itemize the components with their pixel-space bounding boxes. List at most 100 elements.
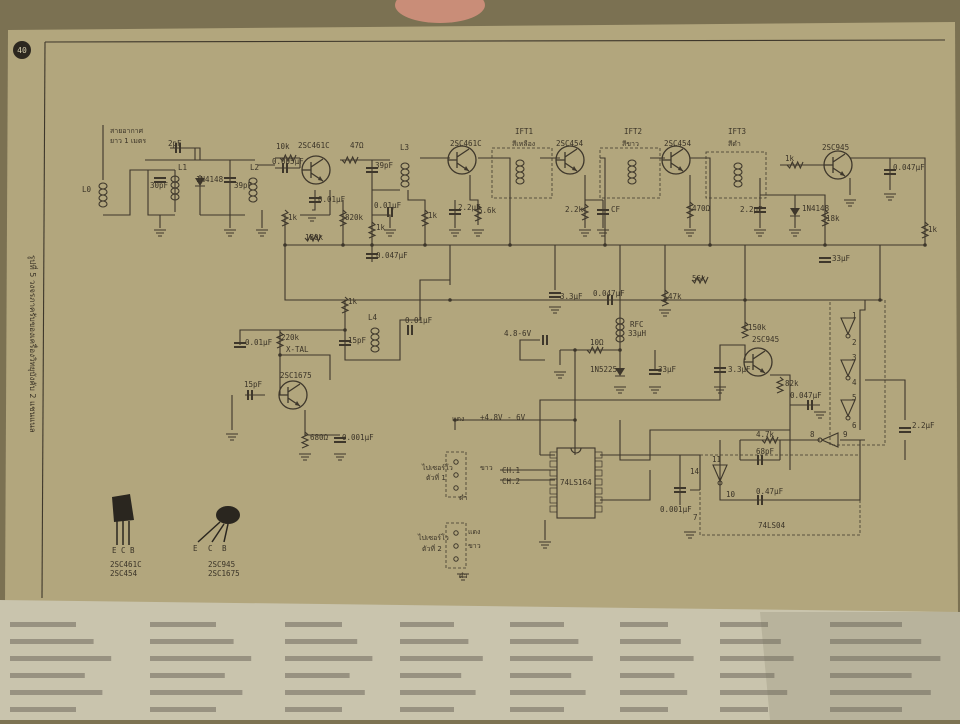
label-rfc2: 33µH — [628, 329, 647, 338]
res-82k — [775, 376, 785, 394]
coil-L2 — [248, 177, 258, 203]
label-ift1-color: สีเหลือง — [512, 140, 535, 148]
label-r18k: 18k — [826, 214, 840, 223]
transistor-q6 — [278, 380, 308, 410]
servo1-number: ตัวที่ 1 — [426, 473, 446, 482]
label-r820k: 820k — [345, 213, 364, 222]
components — [98, 143, 930, 581]
cap-15pF-b — [247, 390, 253, 400]
res-10 — [586, 345, 604, 355]
junction-dot — [370, 243, 374, 247]
junction-dot — [708, 243, 712, 247]
cap-0005 — [282, 163, 288, 173]
wire-black-1: ดำ — [459, 494, 468, 502]
transistor-q3 — [555, 145, 585, 175]
transistor-q5 — [823, 150, 853, 180]
ground-icon — [597, 229, 609, 237]
label-r22k: 2.2k — [565, 205, 584, 214]
label-c33-b: 3.3µF — [560, 292, 583, 301]
cap-22 — [449, 209, 461, 215]
ground-icon — [614, 386, 626, 394]
label-pin7: 7 — [693, 513, 698, 522]
res-56k-b — [691, 275, 709, 285]
junction-dot — [341, 243, 345, 247]
ground-icon — [224, 229, 236, 237]
inverter-pin-6: 6 — [852, 421, 857, 430]
wire-white-2: ขาว — [468, 542, 481, 550]
wire-red-1: แดง — [452, 415, 464, 423]
transistor-q2 — [447, 145, 477, 175]
label-ift3: IFT3 — [728, 127, 746, 136]
flat-pin-letters: E C B — [112, 546, 135, 555]
ground-icon — [449, 229, 461, 237]
label-d1: 1N4148 — [196, 175, 224, 184]
transistor-q7 — [743, 347, 773, 377]
label-supply: +4.8V - 6V — [480, 413, 526, 422]
label-ift1: IFT1 — [515, 127, 533, 136]
res-1k-e — [920, 221, 930, 239]
label-r1k-b: 1k — [376, 223, 386, 232]
label-r1k-c: 1k — [428, 211, 438, 220]
label-c33-d: 3.3µF — [728, 365, 751, 374]
label-c22-b: 2.2µF — [740, 205, 763, 214]
label-ift2: IFT2 — [624, 127, 642, 136]
label-c15pF-b: 15pF — [244, 380, 263, 389]
servo2-label: ไปเซอร์โว — [417, 533, 449, 542]
label-ch1: CH.1 — [502, 466, 520, 475]
junction-dot — [453, 418, 457, 422]
wire-white-1: ขาว — [480, 464, 493, 472]
label-d2: 1N4148 — [802, 204, 830, 213]
transistor-q4 — [661, 145, 691, 175]
junction-dot — [283, 243, 287, 247]
coil-ift1 — [515, 159, 525, 185]
label-L0: L0 — [82, 185, 92, 194]
ground-icon — [789, 229, 801, 237]
cap-33 — [819, 257, 831, 263]
res-1k-d — [786, 160, 804, 170]
cap-68pF — [757, 455, 763, 465]
label-L1: L1 — [178, 163, 187, 172]
res-470 — [685, 201, 695, 219]
label-c0001-b: 0.001µF — [660, 505, 692, 514]
junction-dot — [508, 243, 512, 247]
connector-pin — [453, 459, 459, 465]
page-border-top — [44, 39, 946, 43]
cap-22-b — [754, 207, 766, 213]
label-pin14: 14 — [690, 467, 700, 476]
coil-L3 — [400, 162, 410, 188]
zener-1n5225 — [615, 368, 625, 377]
ground-icon — [539, 541, 551, 549]
coil-rfc — [615, 317, 625, 343]
res-1k-b — [367, 221, 377, 239]
ground-icon — [306, 214, 318, 222]
label-q1: 2SC461C — [298, 141, 330, 150]
schematic-page — [5, 22, 958, 612]
cap-001 — [309, 197, 321, 203]
inverter-9-8 — [817, 432, 839, 448]
inverter-pin-5: 5 — [852, 393, 857, 402]
connector-pin — [453, 485, 459, 491]
label-c22-c: 2.2µF — [912, 421, 935, 430]
res-47 — [341, 155, 359, 165]
round-pin-b: B — [222, 544, 227, 553]
res-820k — [338, 209, 348, 227]
transistor-q1 — [301, 155, 331, 185]
res-1k — [280, 209, 290, 227]
label-c22-a: 2.2µF — [458, 203, 481, 212]
res-150k — [740, 321, 750, 339]
finger — [395, 0, 485, 23]
label-r56k-e: 5.6k — [478, 206, 497, 215]
coil-L4 — [370, 327, 380, 353]
inverter-pin-9: 9 — [843, 430, 848, 439]
label-ch2: CH.2 — [502, 477, 520, 486]
cap-39pF — [224, 177, 236, 183]
ground-icon — [754, 229, 766, 237]
junction-dot — [448, 298, 452, 302]
label-c001-a: 0.01µF — [318, 195, 346, 204]
junction-dot — [573, 348, 577, 352]
connector-pin — [453, 472, 459, 478]
battery-cell — [542, 335, 548, 345]
label-r680: 680Ω — [310, 433, 329, 442]
res-1k-f — [340, 296, 350, 314]
res-1k-c — [420, 209, 430, 227]
